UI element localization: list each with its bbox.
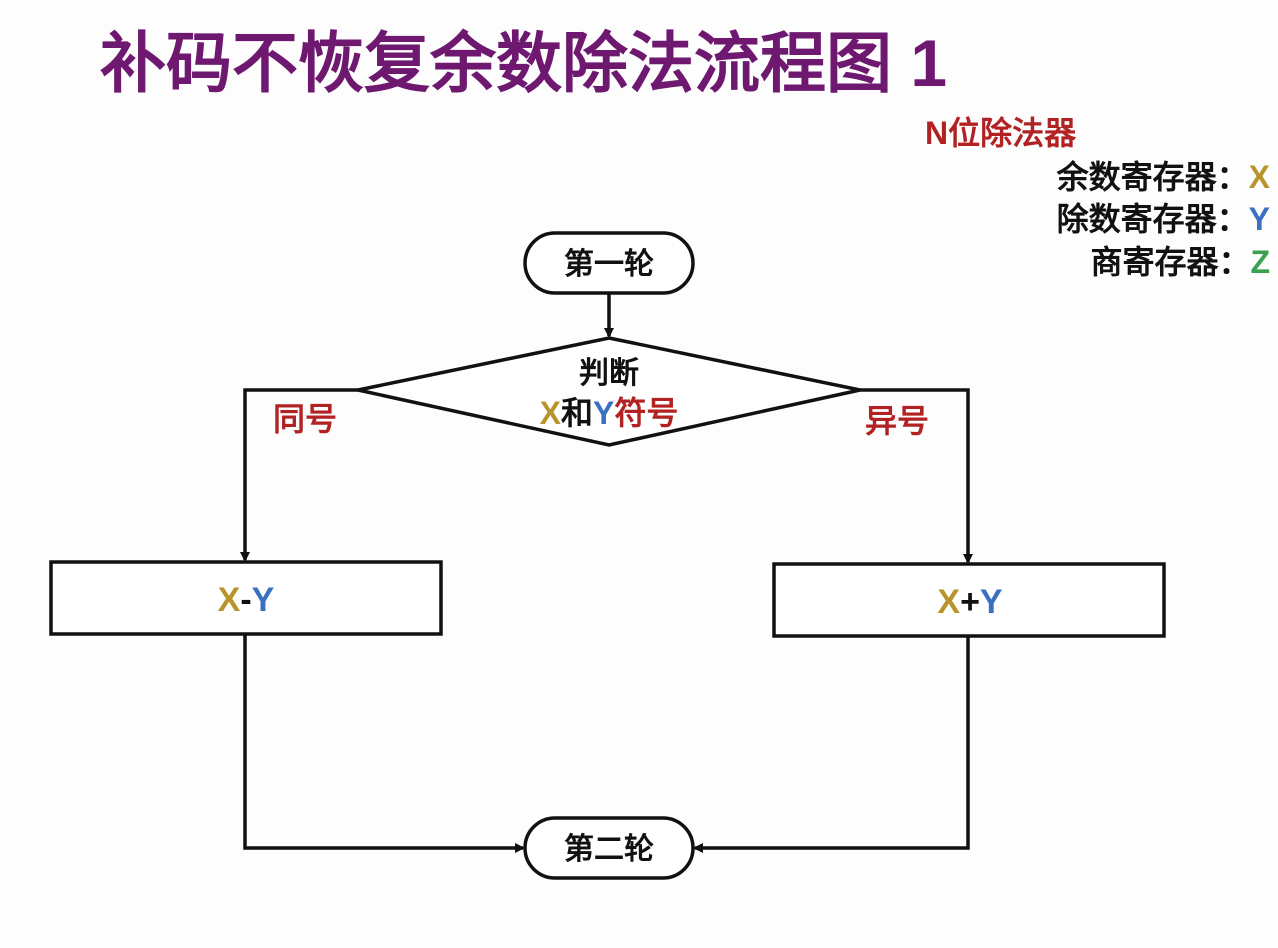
arrow-left-to-end: [243, 634, 525, 853]
legend-row-divisor: 除数寄存器：Y: [1057, 201, 1270, 237]
same-sign-label: 同号: [273, 401, 337, 437]
add-box: [772, 562, 1166, 638]
decision-line2: X和Y符号: [540, 395, 679, 431]
decision-line1: 判断: [579, 357, 639, 390]
legend-row-quotient: 商寄存器：Z: [1090, 244, 1270, 280]
page-title: 补码不恢复余数除法流程图 1: [100, 26, 947, 100]
add-label: X+Y: [937, 583, 1003, 621]
arrow-different-sign: [860, 388, 973, 564]
arrow-same-sign: [240, 388, 358, 562]
end-label: 第二轮: [564, 832, 654, 866]
subtract-label: X-Y: [218, 581, 275, 619]
start-label: 第一轮: [564, 247, 654, 281]
different-sign-label: 异号: [865, 403, 929, 439]
subtract-box: [49, 560, 443, 636]
start-terminal: [523, 231, 695, 295]
legend-heading: N位除法器: [925, 115, 1077, 151]
arrow-right-to-end: [693, 636, 970, 853]
end-terminal: [523, 816, 695, 880]
legend-row-remainder: 余数寄存器：X: [1056, 159, 1271, 195]
decision-diamond: [357, 336, 861, 447]
